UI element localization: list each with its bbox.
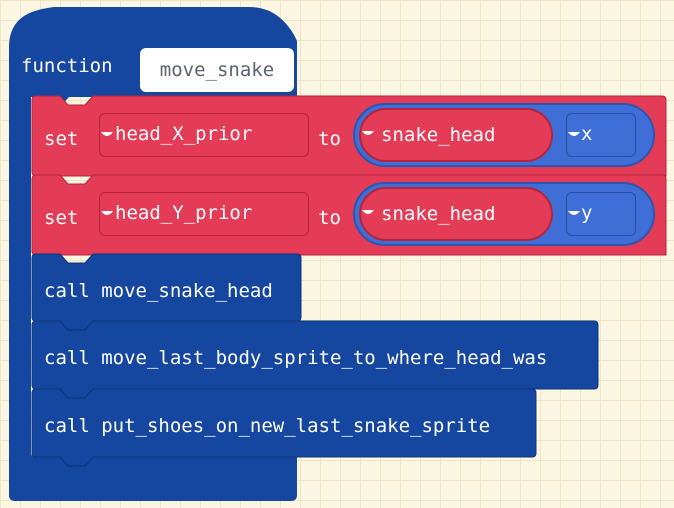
set-keyword: set — [44, 207, 79, 229]
property-name: y — [581, 202, 593, 224]
sprite-variable-dropdown[interactable]: snake_head — [359, 108, 553, 162]
function-name-field[interactable]: move_snake — [140, 48, 294, 92]
set-keyword: set — [44, 128, 79, 150]
property-name: x — [581, 123, 593, 145]
call-block-shape — [31, 388, 537, 467]
caret-down-icon — [101, 211, 113, 215]
variable-name: head_Y_prior — [115, 202, 253, 224]
sprite-variable-dropdown[interactable]: snake_head — [359, 187, 553, 241]
call-block-shape — [31, 320, 599, 399]
call-text: call move_snake_head — [44, 280, 273, 302]
property-dropdown[interactable]: y — [566, 192, 636, 236]
sprite-name: snake_head — [381, 124, 496, 146]
caret-down-icon — [101, 132, 113, 136]
variable-dropdown[interactable]: head_Y_prior — [99, 192, 309, 236]
call-block-move-last-body-sprite[interactable]: call move_last_body_sprite_to_where_head… — [31, 320, 599, 399]
to-label: to — [318, 128, 341, 150]
call-text: call put_shoes_on_new_last_snake_sprite — [44, 415, 491, 437]
sprite-name: snake_head — [381, 203, 496, 225]
set-block-y[interactable]: set head_Y_prior to snake_head y — [31, 174, 667, 256]
function-keyword: function — [21, 55, 113, 77]
function-block[interactable]: function move_snake — [9, 7, 299, 501]
call-block-move-snake-head[interactable]: call move_snake_head — [31, 253, 302, 331]
variable-name: head_X_prior — [115, 123, 253, 145]
call-block-put-shoes[interactable]: call put_shoes_on_new_last_snake_sprite — [31, 388, 537, 467]
caret-down-icon — [362, 210, 374, 214]
to-label: to — [318, 207, 341, 229]
property-dropdown[interactable]: x — [566, 113, 636, 157]
caret-down-icon — [568, 132, 580, 136]
call-text: call move_last_body_sprite_to_where_head… — [44, 347, 548, 369]
sprite-property-reporter[interactable]: snake_head x — [353, 103, 655, 167]
set-block-x[interactable]: set head_X_prior to snake_head x — [31, 95, 667, 177]
sprite-property-reporter[interactable]: snake_head y — [353, 182, 655, 246]
variable-dropdown[interactable]: head_X_prior — [99, 113, 309, 157]
caret-down-icon — [362, 131, 374, 135]
caret-down-icon — [568, 211, 580, 215]
